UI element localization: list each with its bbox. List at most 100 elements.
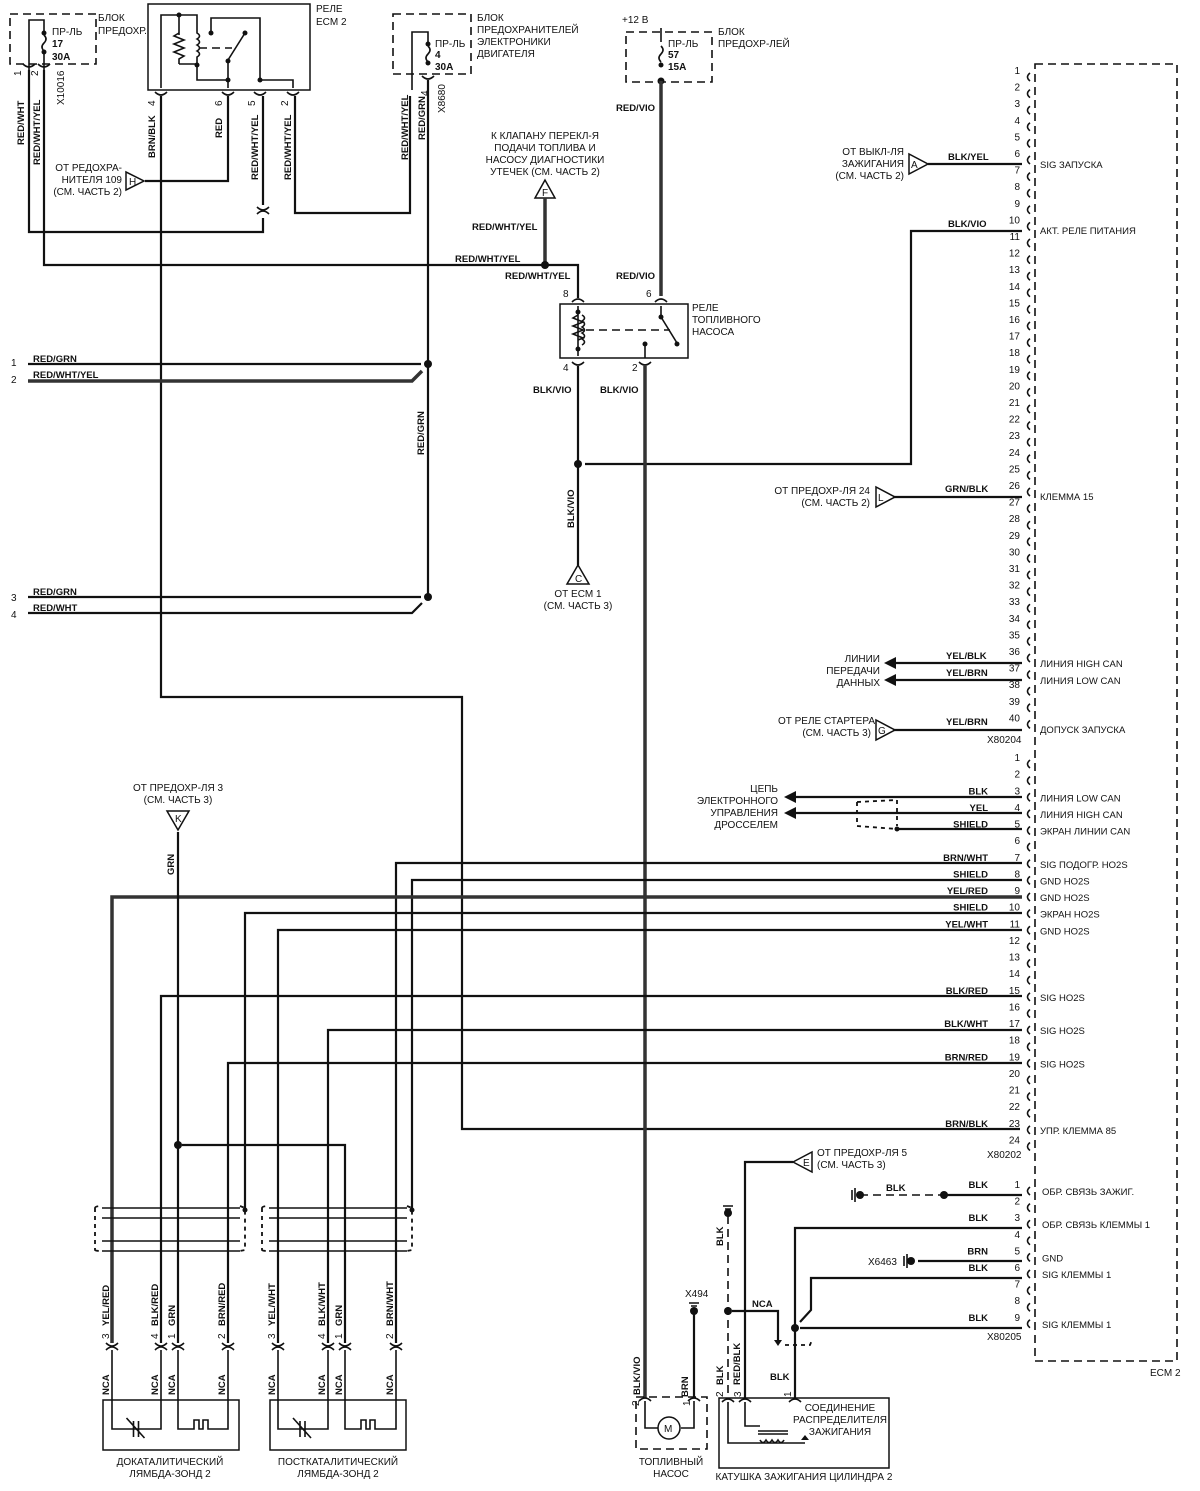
wire-label: RED — [214, 118, 225, 138]
ecm-pin-socket — [1026, 337, 1031, 348]
fuse-block-3-title: БЛОК — [718, 27, 745, 38]
ecm-pin-number: 19 — [1009, 1052, 1021, 1063]
ref-g-text: ОТ РЕЛЕ СТАРТЕРА — [778, 716, 875, 727]
sensor-connector — [321, 1342, 335, 1351]
sensor-connector — [389, 1342, 403, 1351]
sensor-connector — [171, 1342, 185, 1351]
coil-pin-3: 3 — [733, 1391, 744, 1397]
wire-label: BRN — [967, 1246, 988, 1257]
ecm-pin-socket — [1026, 304, 1031, 315]
coil-desc: РАСПРЕДЕЛИТЕЛЯ — [793, 1415, 887, 1426]
ecm-pin-socket — [1026, 1141, 1031, 1152]
ecm-pin-number: 27 — [1009, 498, 1021, 509]
ecm-pin-number: 6 — [1014, 836, 1020, 847]
ecm-pin-socket — [1026, 942, 1031, 952]
wire-label: BRN — [680, 1376, 691, 1397]
ecm-pin-number: 39 — [1009, 697, 1021, 708]
ecm-relay: РЕЛЕ ECM 2 4 6 5 2 BRN/BLK RED RED/WHT/Y… — [147, 3, 347, 180]
connector-x80204-pins: 1234567891011121314151617181920212223242… — [1009, 66, 1031, 730]
sensor-pin: 1 — [334, 1333, 345, 1339]
ecm-signal-label: GND HO2S — [1040, 876, 1090, 887]
ecm-pin-socket — [1026, 842, 1031, 852]
ref-c-text: (СМ. ЧАСТЬ 3) — [544, 601, 613, 612]
ecm-pin-socket — [1026, 759, 1031, 769]
ecm-pin-number: 15 — [1009, 298, 1021, 309]
ecm-pin-number: 18 — [1009, 348, 1021, 359]
wire-label: BLK — [886, 1183, 906, 1194]
ecm-pin-number: 5 — [1014, 1246, 1020, 1257]
wire-label: RED/VIO — [616, 271, 655, 282]
ecm-pin-number: 8 — [1014, 1296, 1020, 1307]
ecm-pin-number: 6 — [1014, 149, 1020, 160]
fuel-pump: BLK/VIO BRN 2 1 X494 M ТОПЛИВНЫЙ НАСОС — [631, 1289, 709, 1480]
wire-label: RED/BLK — [732, 1343, 743, 1385]
fuse-4-number: 4 — [435, 50, 441, 61]
fuse-57-label: ПР-ЛЬ — [668, 39, 699, 50]
ecm-pin-number: 13 — [1009, 265, 1021, 276]
ecm-signal-label: ЛИНИЯ HIGH CAN — [1040, 659, 1123, 670]
splice-pin-1: 1 — [11, 358, 17, 369]
sensor-pin: 4 — [150, 1333, 161, 1339]
ref-k-text: ОТ ПРЕДОХР-ЛЯ 3 — [133, 783, 224, 794]
ecm-pin-socket — [1026, 1025, 1031, 1035]
ref-h-text: НИТЕЛЯ 109 — [62, 175, 123, 186]
ecm-pin-socket — [1026, 792, 1031, 802]
ecm-pin-socket — [1026, 653, 1031, 663]
ecm-signal-label: SIG HO2S — [1040, 1059, 1085, 1070]
wire-label: RED/GRN — [33, 587, 77, 598]
ecm-pin-socket — [1026, 958, 1031, 969]
fuse-block-2: БЛОК ПРЕДОХРАНИТЕЛЕЙ ЭЛЕКТРОНИКИ ДВИГАТЕ… — [392, 13, 579, 160]
ecm-relay-pin-4: 4 — [147, 100, 158, 106]
ecm-pin-number: 10 — [1009, 215, 1021, 226]
wire-label: RED/WHT/YEL — [33, 370, 99, 381]
ecm-pin-socket — [1026, 1202, 1031, 1213]
pre-sensor-title: ДОКАТАЛИТИЧЕСКИЙ — [117, 1455, 224, 1468]
wire-label: BLK/WHT — [317, 1282, 328, 1326]
ecm-pin-number: 33 — [1009, 597, 1021, 608]
ecm-2-module — [1034, 63, 1178, 1362]
data-lines-label: ЛИНИИ ПЕРЕДАЧИ ДАННЫХ — [826, 654, 880, 689]
ecm-pin-socket — [1026, 909, 1031, 919]
wire-label: NCA — [317, 1374, 328, 1395]
wire-label: BRN/WHT — [385, 1281, 396, 1326]
ecm-pin-number: 17 — [1009, 1019, 1021, 1030]
ho2s-wiring — [94, 832, 1022, 1343]
ecm-pin-number: 6 — [1014, 1263, 1020, 1274]
ref-k-text: (СМ. ЧАСТЬ 3) — [144, 795, 213, 806]
ecm-pin-socket — [1026, 1219, 1031, 1229]
ecm-signal-label: SIG HO2S — [1040, 993, 1085, 1004]
wire-label: YEL/BLK — [946, 651, 987, 662]
wire-label: YEL — [970, 803, 989, 814]
ref-h-letter: H — [129, 177, 136, 188]
ecm-relay-title1: РЕЛЕ — [316, 4, 343, 15]
wire-label: BLK — [968, 1213, 988, 1224]
ref-l: L ОТ ПРЕДОХР-ЛЯ 24 (СМ. ЧАСТЬ 2) — [774, 485, 897, 509]
ecm-pin-number: 28 — [1009, 514, 1021, 525]
fuse-1-pin2: 2 — [30, 70, 41, 76]
fuel-pump-title: ТОПЛИВНЫЙ — [639, 1455, 703, 1468]
ref-e-text: (СМ. ЧАСТЬ 3) — [817, 1160, 886, 1171]
ecm-pin-number: 2 — [1014, 1197, 1020, 1208]
ecm-relay-pin-2: 2 — [280, 100, 291, 106]
ecm-pin-socket — [1026, 437, 1031, 447]
connector-x10016: X10016 — [56, 70, 67, 105]
data-lines-text: ЛИНИИ — [845, 654, 880, 665]
wire-label: BLK — [715, 1226, 726, 1246]
ref-g: G ОТ РЕЛЕ СТАРТЕРА (СМ. ЧАСТЬ 3) — [778, 716, 897, 742]
ref-c-letter: C — [575, 574, 582, 585]
wire-label: BLK — [770, 1372, 790, 1383]
ecm-pin-socket — [1026, 1091, 1031, 1102]
fuse-2-pin: 4 — [420, 90, 431, 96]
ecm-pin-socket — [1026, 620, 1031, 630]
ref-f-text: ПОДАЧИ ТОПЛИВА И — [494, 143, 595, 154]
ecm-pin-number: 11 — [1010, 232, 1021, 243]
ecm-pin-number: 34 — [1009, 614, 1021, 625]
ecm-pin-socket — [1026, 122, 1031, 132]
fuel-pump-pin-1: 1 — [682, 1400, 693, 1406]
wire-label: RED/WHT — [33, 603, 78, 614]
wire-label: YEL/BRN — [946, 668, 988, 679]
ecm-pin-number: 23 — [1009, 1119, 1021, 1130]
